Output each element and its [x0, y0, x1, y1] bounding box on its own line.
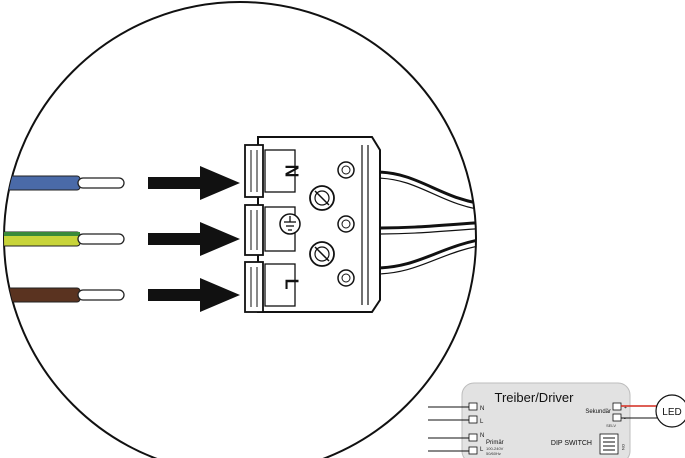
- arrow-icon: [148, 166, 240, 200]
- earth-symbol-icon: [279, 213, 301, 235]
- terminal-label-n: N: [281, 165, 301, 178]
- primary-pin-n-2: N: [480, 433, 484, 439]
- arrow-icon: [148, 222, 240, 256]
- dip-switch-label: DIP SWITCH: [551, 440, 592, 447]
- primary-wires: [428, 406, 470, 452]
- primary-sub: 100-240V: [486, 446, 504, 451]
- primary-pin-l-2: L: [480, 447, 484, 453]
- driver-title: Treiber/Driver: [495, 390, 575, 405]
- primary-pin-n: N: [480, 406, 484, 412]
- terminal-block: N L: [244, 136, 381, 313]
- live-wire: [4, 287, 125, 303]
- secondary-sub: SELV: [606, 423, 616, 428]
- led-label: LED: [662, 407, 681, 418]
- screw-icon: [309, 241, 335, 267]
- primary-label: Primär: [486, 440, 504, 446]
- primary-sub2: 50/60Hz: [486, 451, 501, 456]
- screw-icon: [309, 185, 335, 211]
- secondary-label: Sekundär: [585, 409, 611, 415]
- primary-pin-l: L: [480, 419, 484, 425]
- terminal-label-l: L: [281, 279, 301, 290]
- arrow-icon: [148, 278, 240, 312]
- led-icon: LED: [655, 394, 685, 428]
- secondary-plus: +: [624, 405, 627, 411]
- neutral-wire: [4, 175, 125, 191]
- earth-wire: [4, 231, 125, 247]
- dip-switch-on: ON: [621, 444, 626, 450]
- driver-box: Treiber/Driver N L N L Primär 100-240V 5…: [428, 382, 660, 458]
- secondary-minus: -: [624, 416, 626, 422]
- zoom-circle: [3, 1, 477, 458]
- dip-switch-icon: [599, 433, 619, 455]
